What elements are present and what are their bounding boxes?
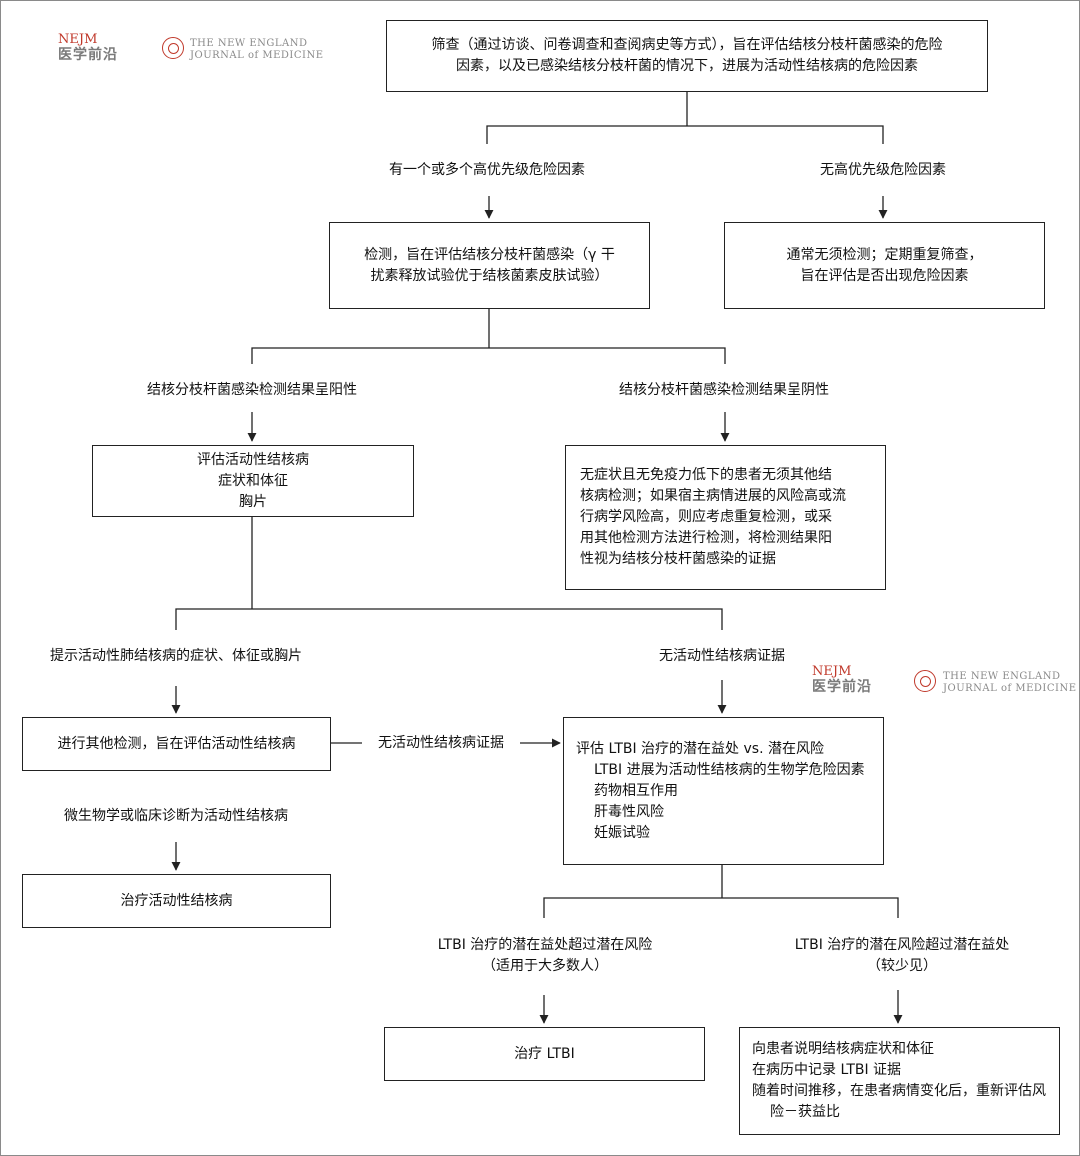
- label-suggest-active: 提示活动性肺结核病的症状、体征或胸片: [50, 648, 302, 664]
- treat-ltbi-box: 治疗 LTBI: [384, 1027, 705, 1081]
- inform-box: 向患者说明结核病症状和体征 在病历中记录 LTBI 证据 随着时间推移，在患者病…: [739, 1027, 1060, 1135]
- label-no-active-mid: 无活动性结核病证据: [378, 735, 504, 751]
- negative-note-box: 无症状且无免疫力低下的患者无须其他结 核病检测；如果宿主病情进展的风险高或流 行…: [565, 445, 886, 590]
- label-positive: 结核分枝杆菌感染检测结果呈阳性: [147, 382, 357, 398]
- more-tests-box: 进行其他检测，旨在评估活动性结核病: [22, 717, 331, 771]
- label-risk: LTBI 治疗的潜在风险超过潜在益处 （较少见）: [794, 937, 1010, 974]
- nejm-abbr: NEJM: [58, 32, 98, 47]
- ltbi-eval-box: 评估 LTBI 治疗的潜在益处 vs. 潜在风险 LTBI 进展为活动性结核病的…: [563, 717, 884, 865]
- journal-logo-mid: THE NEW ENGLAND JOURNAL of MEDICINE: [943, 671, 1077, 694]
- test-box: 检测，旨在评估结核分枝杆菌感染（γ 干 扰素释放试验优于结核菌素皮肤试验）: [329, 222, 650, 309]
- journal-seal-icon: [914, 670, 936, 692]
- label-no-high-risk: 无高优先级危险因素: [820, 162, 946, 178]
- nejm-cn-text: 医学前沿: [58, 47, 118, 63]
- label-diagnosis-active: 微生物学或临床诊断为活动性结核病: [64, 808, 288, 824]
- nejm-logo-mid: NEJM 医学前沿: [812, 664, 872, 696]
- evaluate-active-box: 评估活动性结核病 症状和体征 胸片: [92, 445, 414, 517]
- treat-active-box: 治疗活动性结核病: [22, 874, 331, 928]
- nejm-logo-top: NEJM 医学前沿: [58, 32, 118, 64]
- screening-box: 筛查（通过访谈、问卷调查和查阅病史等方式），旨在评估结核分枝杆菌感染的危险 因素…: [386, 20, 988, 92]
- journal-seal-icon: [162, 37, 184, 59]
- journal-logo-top: THE NEW ENGLAND JOURNAL of MEDICINE: [190, 38, 324, 61]
- label-negative: 结核分枝杆菌感染检测结果呈阴性: [619, 382, 829, 398]
- label-no-active-right: 无活动性结核病证据: [659, 648, 785, 664]
- label-high-risk: 有一个或多个高优先级危险因素: [389, 162, 585, 178]
- label-benefit: LTBI 治疗的潜在益处超过潜在风险 （适用于大多数人）: [437, 937, 653, 974]
- no-test-box: 通常无须检测；定期重复筛查， 旨在评估是否出现危险因素: [724, 222, 1045, 309]
